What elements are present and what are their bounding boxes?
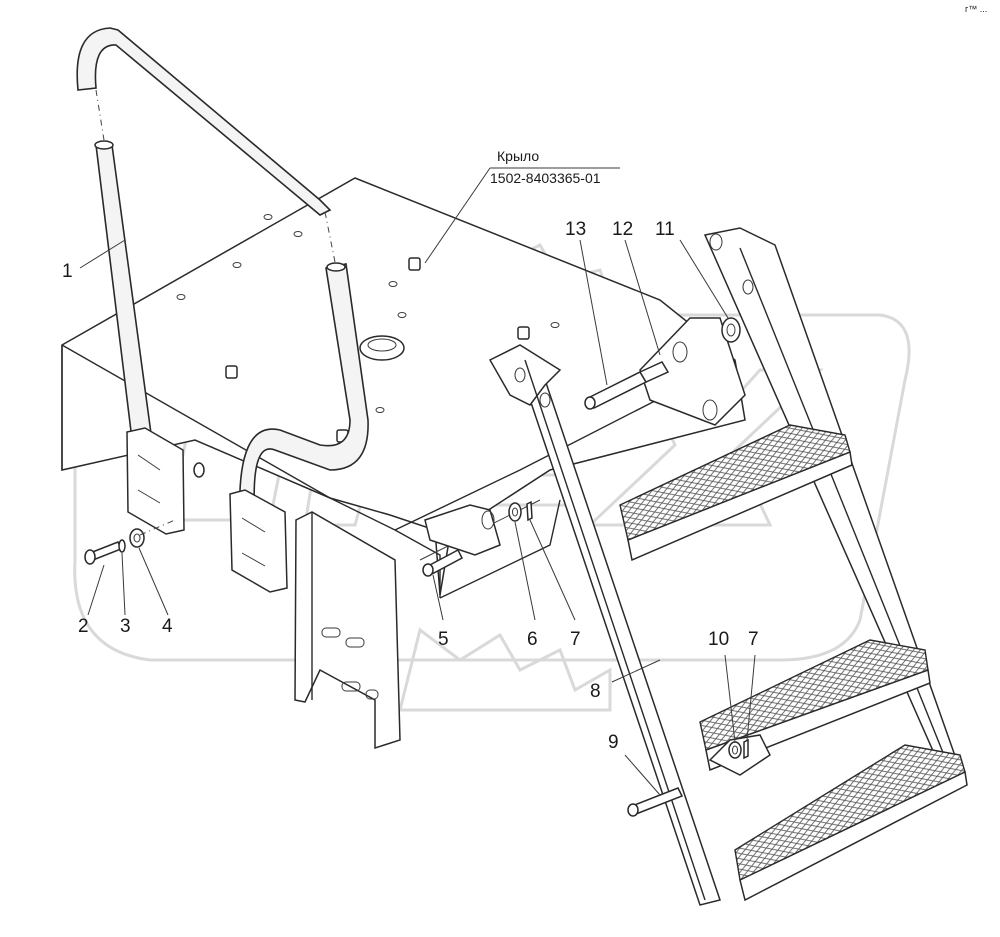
callout-9: 9: [608, 732, 619, 753]
callout-6: 6: [527, 629, 538, 650]
callout-3: 3: [120, 616, 131, 637]
callout-13: 13: [565, 219, 586, 240]
callout-8: 8: [590, 681, 601, 702]
callout-12: 12: [612, 219, 633, 240]
corner-mark: г™ ...: [965, 4, 987, 14]
handrail-brackets: [126, 427, 288, 593]
callout-2: 2: [78, 616, 89, 637]
callout-10: 10: [708, 629, 729, 650]
reference-name: Крыло: [497, 148, 539, 164]
reference-note: Крыло 1502-8403365-01: [490, 148, 601, 186]
callout-5: 5: [438, 629, 449, 650]
callout-11: 11: [655, 219, 675, 240]
ladder-hinge-upper: [584, 317, 746, 426]
callout-4: 4: [162, 616, 173, 637]
step-ladder: [488, 227, 968, 906]
callout-7: 7: [570, 629, 581, 650]
reference-number: 1502-8403365-01: [490, 170, 601, 186]
callout-1: 1: [62, 261, 73, 282]
mudflap-bracket: [294, 511, 401, 750]
callouts: 1 2 3 4 5 6 7 7 8 9 10 11 12 13: [62, 219, 759, 753]
callout-7b: 7: [748, 629, 759, 650]
ladder-hinge-lower: [422, 500, 533, 577]
fastener-set-2-3-4: [84, 519, 176, 565]
leader-lines: [79, 167, 756, 796]
